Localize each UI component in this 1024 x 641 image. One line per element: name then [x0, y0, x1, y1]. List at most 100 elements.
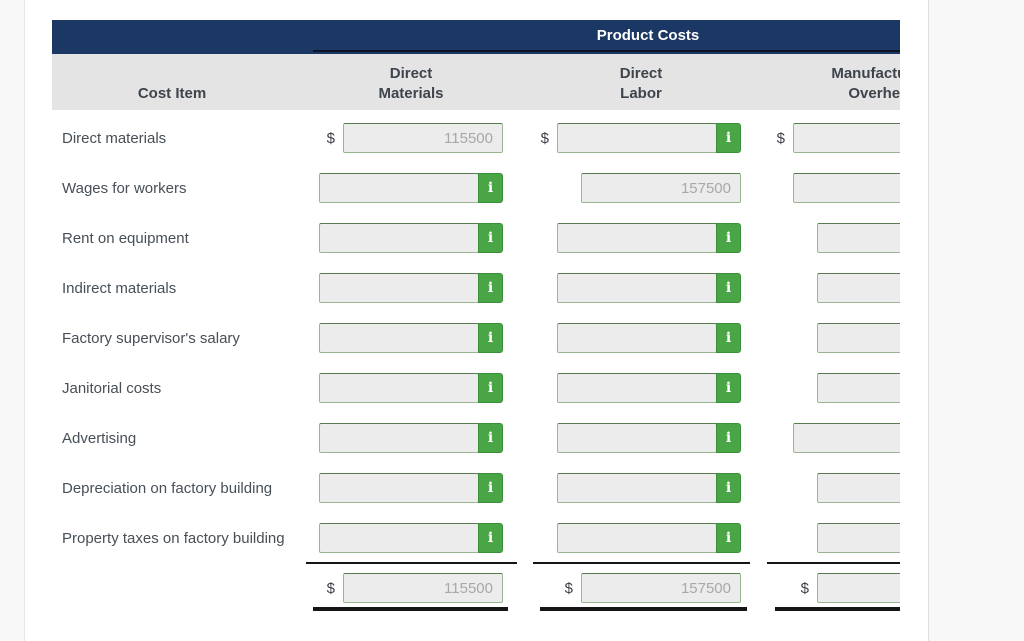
amount-value: 157500 [680, 579, 731, 597]
total-cell-manufacturing-overhead: $ i [687, 573, 900, 603]
info-icon[interactable]: i [478, 223, 503, 253]
row-label: Property taxes on factory building [62, 529, 285, 547]
amount-input[interactable] [557, 423, 717, 453]
cell-manufacturing-overhead: $ i [687, 473, 900, 503]
amount-input[interactable] [557, 373, 717, 403]
cell-direct-materials: $ i [213, 373, 503, 403]
dollar-sign: $ [564, 579, 573, 597]
amount-input[interactable] [319, 173, 479, 203]
amount-input[interactable] [557, 523, 717, 553]
cell-direct-labor: $ i [451, 373, 741, 403]
amount-value: 115500 [444, 579, 493, 597]
row-label: Rent on equipment [62, 229, 189, 247]
info-icon[interactable]: i [478, 273, 503, 303]
row-label: Wages for workers [62, 179, 187, 197]
info-icon[interactable]: i [716, 373, 741, 403]
cell-direct-materials: $ 115500 i [213, 123, 503, 153]
cell-manufacturing-overhead: $ i [687, 323, 900, 353]
cell-direct-materials: $ i [213, 473, 503, 503]
row-label: Janitorial costs [62, 379, 162, 397]
amount-input[interactable] [793, 123, 900, 153]
amount-input[interactable] [319, 273, 479, 303]
info-icon[interactable]: i [716, 323, 741, 353]
total-double-rule [540, 607, 747, 611]
info-icon[interactable]: i [716, 473, 741, 503]
cell-direct-materials: $ i [213, 523, 503, 553]
amount-value: 157500 [680, 179, 731, 197]
cell-direct-labor: $ i [451, 223, 741, 253]
amount-input[interactable] [319, 223, 479, 253]
amount-input[interactable] [319, 423, 479, 453]
amount-input[interactable] [817, 473, 900, 503]
dollar-sign: $ [800, 579, 809, 597]
info-icon[interactable]: i [478, 373, 503, 403]
table-row: Janitorial costs $ i $ i $ i [52, 373, 900, 403]
cell-direct-labor: $ 157500 i [451, 173, 741, 203]
cell-manufacturing-overhead: $ i [687, 373, 900, 403]
cell-direct-labor: $ i [451, 123, 741, 153]
column-header-cost-item: Cost Item [137, 85, 207, 102]
left-gutter-panel [0, 0, 25, 641]
amount-input[interactable] [319, 323, 479, 353]
amount-input[interactable] [817, 523, 900, 553]
amount-input[interactable] [557, 473, 717, 503]
amount-input[interactable] [817, 373, 900, 403]
table-row: Depreciation on factory building $ i $ i… [52, 473, 900, 503]
dollar-sign: $ [326, 129, 335, 147]
cell-direct-labor: $ i [451, 423, 741, 453]
info-icon[interactable]: i [716, 273, 741, 303]
title-underline [313, 50, 900, 52]
cell-manufacturing-overhead: $ i [687, 173, 900, 203]
column-header-direct-labor: Direct Labor [619, 65, 663, 102]
amount-input[interactable] [817, 323, 900, 353]
cell-direct-materials: $ i [213, 273, 503, 303]
amount-input[interactable] [793, 173, 900, 203]
table-row: Factory supervisor's salary $ i $ i $ i [52, 323, 900, 353]
amount-input[interactable] [557, 273, 717, 303]
total-top-rule [533, 562, 750, 564]
info-icon[interactable]: i [716, 523, 741, 553]
total-amount-input[interactable] [817, 573, 900, 603]
column-headers: Cost Item Direct Materials Direct Labor … [52, 54, 900, 110]
table-row: Advertising $ i $ i $ i [52, 423, 900, 453]
dollar-sign: $ [540, 129, 549, 147]
cell-direct-labor: $ i [451, 273, 741, 303]
cell-manufacturing-overhead: $ i [687, 223, 900, 253]
cell-direct-labor: $ i [451, 473, 741, 503]
amount-input[interactable] [557, 123, 717, 153]
amount-input[interactable]: 157500 [581, 173, 741, 203]
amount-input[interactable] [793, 423, 900, 453]
info-icon[interactable]: i [478, 473, 503, 503]
amount-input[interactable] [817, 223, 900, 253]
amount-input[interactable] [319, 373, 479, 403]
amount-input[interactable] [319, 523, 479, 553]
total-row: $ 115500 i $ 157500 i $ i [52, 573, 900, 603]
table-title: Product Costs [596, 27, 700, 44]
cell-direct-labor: $ i [451, 523, 741, 553]
total-amount-input[interactable]: 157500 [581, 573, 741, 603]
row-label: Advertising [62, 429, 137, 447]
amount-input[interactable] [557, 223, 717, 253]
info-icon[interactable]: i [716, 123, 741, 153]
total-cell-direct-labor: $ 157500 i [451, 573, 741, 603]
table-row: Direct materials $ 115500 i $ i $ i [52, 123, 900, 153]
info-icon[interactable]: i [716, 423, 741, 453]
column-header-direct-materials: Direct Materials [378, 65, 444, 102]
info-icon[interactable]: i [478, 173, 503, 203]
total-double-rule [775, 607, 900, 611]
amount-input[interactable]: 115500 [343, 123, 503, 153]
info-icon[interactable]: i [716, 223, 741, 253]
amount-input[interactable] [319, 473, 479, 503]
info-icon[interactable]: i [478, 523, 503, 553]
total-amount-input[interactable]: 115500 [343, 573, 503, 603]
info-icon[interactable]: i [478, 423, 503, 453]
info-icon[interactable]: i [478, 323, 503, 353]
amount-input[interactable] [817, 273, 900, 303]
table-row: Rent on equipment $ i $ i $ i [52, 223, 900, 253]
total-top-rule [306, 562, 517, 564]
cell-direct-materials: $ i [213, 423, 503, 453]
cell-direct-materials: $ i [213, 223, 503, 253]
total-cell-direct-materials: $ 115500 i [213, 573, 503, 603]
cell-manufacturing-overhead: $ i [687, 273, 900, 303]
